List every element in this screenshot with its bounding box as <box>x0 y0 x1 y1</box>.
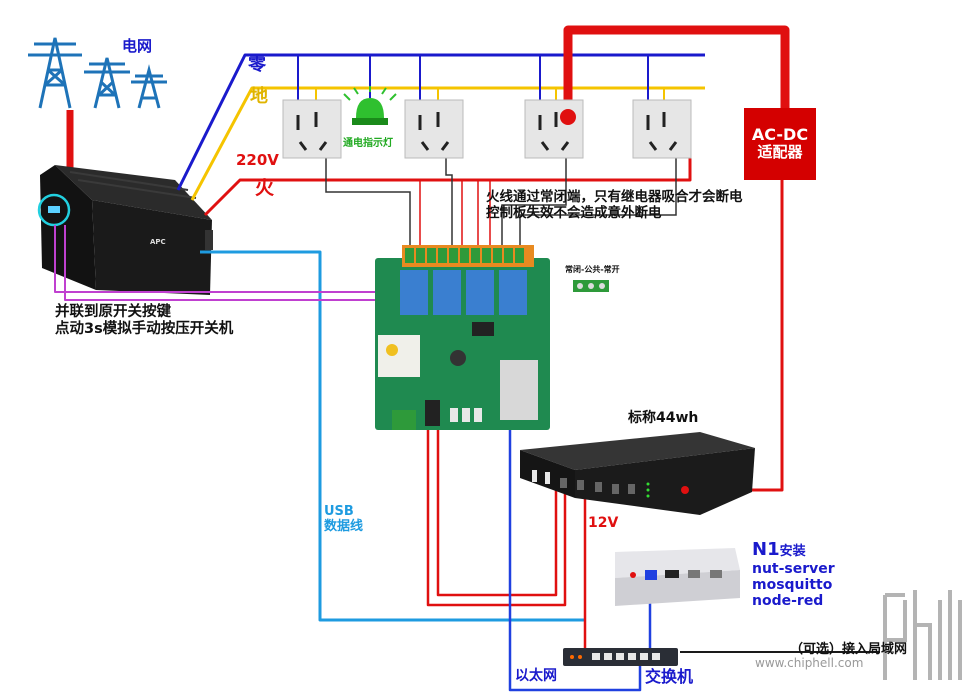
socket-outlet <box>524 99 584 159</box>
ground-label: 地 <box>250 86 268 107</box>
live-label: 火 <box>255 177 275 199</box>
usb-label: USB 数据线 <box>324 504 364 535</box>
parallel-note-line2: 点动3s模拟手动按压开关机 <box>55 320 234 337</box>
acdc-label: AC-DC 适配器 <box>744 125 816 162</box>
neutral-label: 零 <box>248 54 266 75</box>
12v-wire-negative <box>426 425 567 607</box>
transmission-tower-icon <box>131 64 167 109</box>
indicator-label: 通电指示灯 <box>343 138 393 149</box>
n1-install: 安装 <box>779 544 806 559</box>
n1-service-nut: nut-server <box>752 560 835 577</box>
watermark-url: www.chiphell.com <box>755 656 864 670</box>
n1-title: N1 <box>752 539 780 560</box>
transmission-tower-icon <box>84 57 130 109</box>
parallel-note: 并联到原开关按键 点动3s模拟手动按压开关机 <box>55 304 233 337</box>
socket-outlet <box>632 99 692 159</box>
ups-brand-logo: APC <box>150 238 166 246</box>
power-grid-icon <box>28 37 167 109</box>
network-switch <box>563 648 678 666</box>
live-note-line2: 控制板失效不会造成意外断电 <box>486 204 662 221</box>
12v-label: 12V <box>588 515 619 531</box>
n1-label: N1安装 nut-server mosquitto node-red <box>752 539 835 609</box>
parallel-note-line1: 并联到原开关按键 <box>55 304 171 320</box>
battery-power-box <box>520 432 755 515</box>
ethernet-label: 以太网 <box>515 668 557 684</box>
optional-lan-label: （可选）接入局域网 <box>790 642 908 657</box>
acdc-label-line2: 适配器 <box>757 143 803 162</box>
live-wire <box>203 140 692 217</box>
switch-label: 交换机 <box>645 667 694 686</box>
n1-service-nodered: node-red <box>752 592 824 609</box>
relay-terminals-label: 常闭-公共-常开 <box>565 265 620 274</box>
dc-jack <box>425 400 440 426</box>
live-note-line1: 火线通过常闭端，只有继电器吸合才会断电 <box>486 189 743 205</box>
usb-label-line1: USB <box>324 504 354 519</box>
ground-wire <box>190 86 705 201</box>
acdc-live-wire <box>563 25 790 117</box>
indicator-lamp-icon <box>343 86 397 125</box>
usb-label-line2: 数据线 <box>324 518 364 534</box>
n1-device <box>615 548 740 606</box>
power-module <box>378 335 420 377</box>
neutral-wire <box>176 53 705 191</box>
transmission-tower-icon <box>28 37 82 109</box>
socket-outlet <box>404 99 464 159</box>
ethernet-port <box>500 360 538 420</box>
ethernet-wire-board <box>508 425 642 692</box>
acdc-label-line1: AC-DC <box>751 125 809 144</box>
live-note: 火线通过常闭端，只有继电器吸合才会断电 控制板失效不会造成意外断电 <box>486 189 743 221</box>
voltage-label: 220V <box>236 151 279 169</box>
n1-service-mosquitto: mosquitto <box>752 576 833 593</box>
control-wires <box>325 152 677 250</box>
ups-power-button <box>48 206 60 213</box>
socket-drops <box>297 55 665 110</box>
relay-terminals-icon <box>573 280 609 292</box>
12v-wire-positive <box>436 425 558 597</box>
relay-control-board <box>375 245 550 430</box>
watermark-logo-icon <box>883 590 962 680</box>
battery-label: 标称44wh <box>628 410 699 426</box>
grid-label: 电网 <box>122 37 153 55</box>
acdc-adapter <box>744 108 816 180</box>
socket-outlet <box>282 99 342 159</box>
usb-data-wire <box>200 250 585 622</box>
